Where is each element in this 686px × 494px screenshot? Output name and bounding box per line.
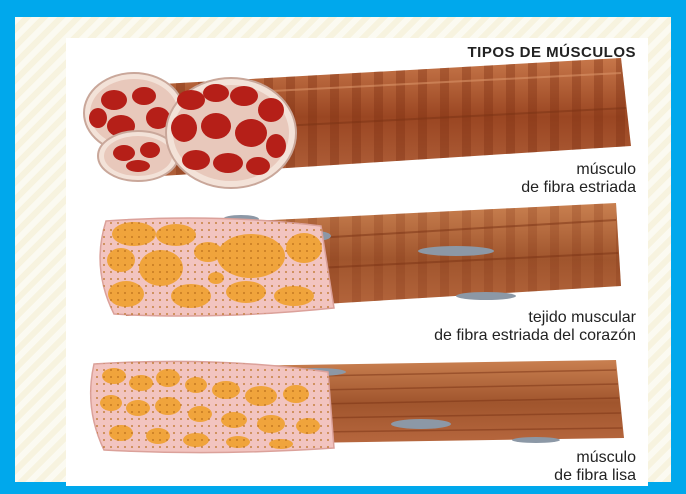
label-line: de fibra lisa bbox=[366, 467, 636, 485]
label-line: de fibra estriada bbox=[366, 179, 636, 197]
muscle-illustration bbox=[66, 38, 648, 486]
label-cardiac-muscle: tejido muscular de fibra estriada del co… bbox=[216, 309, 636, 345]
figure-title: TIPOS DE MÚSCULOS bbox=[356, 44, 636, 61]
muscle-types-figure: TIPOS DE MÚSCULOS músculo de fibra estri… bbox=[66, 38, 648, 486]
label-line: de fibra estriada del corazón bbox=[216, 327, 636, 345]
label-skeletal-muscle: músculo de fibra estriada bbox=[366, 161, 636, 197]
slide-background: TIPOS DE MÚSCULOS músculo de fibra estri… bbox=[15, 17, 671, 482]
label-smooth-muscle: músculo de fibra lisa bbox=[366, 449, 636, 485]
smooth-muscle-illustration bbox=[91, 360, 624, 453]
cardiac-muscle-illustration bbox=[100, 203, 621, 316]
label-line: músculo bbox=[366, 449, 636, 467]
label-line: músculo bbox=[366, 161, 636, 179]
label-line: tejido muscular bbox=[216, 309, 636, 327]
